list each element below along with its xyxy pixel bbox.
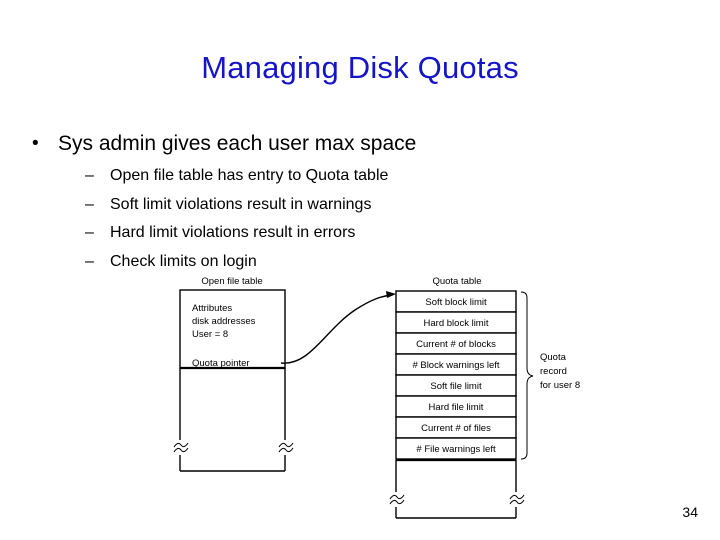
dash-marker-icon: – [85,167,94,184]
break-mark-icon [173,442,189,448]
open-file-user-line: User = 8 [192,329,228,340]
quota-record-note-line2: record [540,366,567,377]
bullet-sublist: – Open file table has entry to Quota tab… [32,162,672,276]
bullet-level2: – Check limits on login [85,248,672,277]
quota-row-label: Soft file limit [430,381,482,392]
bullet-level1: • Sys admin gives each user max space [32,130,672,158]
bullet-level1-text: Sys admin gives each user max space [58,132,417,155]
bullet-list: • Sys admin gives each user max space – … [32,130,672,276]
open-file-table-entry-cell [179,289,286,369]
break-mark-icon [278,447,294,453]
break-mark-icon [509,499,525,505]
quota-record-note-line3: for user 8 [540,380,580,391]
dash-marker-icon: – [85,224,94,241]
break-mark-icon [278,442,294,448]
quota-row-label: Hard block limit [424,318,489,329]
quota-record-brace [520,291,534,460]
quota-row-label: Hard file limit [429,402,484,413]
bullet-level2-text: Hard limit violations result in errors [110,224,356,241]
quota-row-label: # File warnings left [416,444,496,455]
page-number: 34 [682,504,698,520]
open-file-table-caption: Open file table [201,276,262,287]
quota-table-caption: Quota table [432,276,481,287]
dash-marker-icon: – [85,195,94,213]
bullet-level2: – Soft limit violations result in warnin… [85,191,672,220]
quota-pointer-label: Quota pointer [192,358,250,369]
break-mark-icon [389,499,405,505]
dash-marker-icon: – [85,252,94,270]
page-title: Managing Disk Quotas [201,50,519,85]
bullet-level2-text: Check limits on login [110,252,257,270]
bullet-level2-text: Open file table has entry to Quota table [110,167,389,184]
break-mark-icon [509,494,525,500]
quota-row-label: Current # of files [421,423,491,434]
break-mark-icon [173,447,189,453]
quota-row-label: Soft block limit [425,297,487,308]
bullet-marker-icon: • [32,133,39,154]
open-file-disk-addresses-line: disk addresses [192,316,256,327]
quota-pointer-arrow [280,294,393,364]
open-file-attributes-line: Attributes [192,303,232,314]
bullet-level2: – Hard limit violations result in errors [85,219,672,248]
quota-row-label: Current # of blocks [416,339,496,350]
quota-row-label: # Block warnings left [412,360,499,371]
bullet-level2: – Open file table has entry to Quota tab… [85,162,672,191]
bullet-level2-text: Soft limit violations result in warnings [110,195,372,213]
break-mark-icon [389,494,405,500]
arrowhead-icon [386,291,396,298]
quota-record-note-line1: Quota [540,352,567,363]
